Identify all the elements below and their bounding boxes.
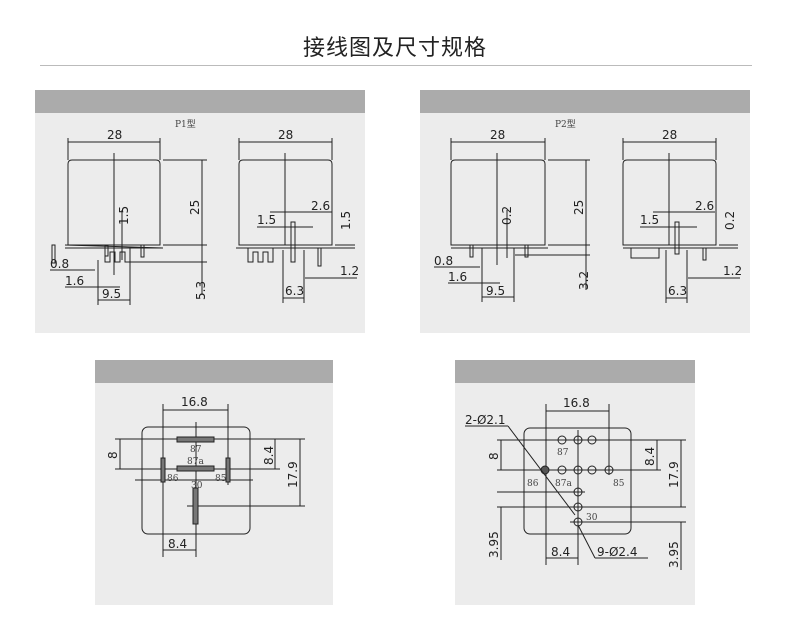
p2-drawing: P2型 28 25 0.2 0.8 1.6 9.5 3.2 28 2.6 1.5	[434, 119, 742, 303]
dim-e: 3.2	[577, 271, 591, 290]
dim-left: 8	[106, 451, 120, 459]
outline	[104, 245, 109, 257]
dim-d: 9.5	[102, 287, 121, 301]
pin-label-86: 86	[167, 474, 179, 484]
p1-drawing: P1型 28 25 1.5 0.8 1.6 9.5 5.3 28 2.6 1.5	[50, 119, 359, 305]
dim-right: 8.4	[643, 447, 657, 466]
hole	[573, 465, 583, 475]
p1-dimension-panel: P1型 28 25 1.5 0.8 1.6 9.5 5.3 28 2.6 1.5	[35, 90, 365, 333]
dim-c: 1.6	[448, 270, 467, 284]
dim-left-low: 3.95	[487, 531, 501, 558]
pin-layout-panel: 16.8 87 87a 86 85 30 8 8.4 17.9 8.4	[95, 360, 333, 605]
dim-width: 16.8	[181, 395, 208, 409]
pin-label-86: 86	[527, 479, 539, 489]
dim-f: 2.6	[311, 199, 330, 213]
pin-85	[225, 457, 231, 483]
outline	[702, 247, 707, 261]
pin-86	[160, 457, 166, 483]
pin-label-87a: 87a	[187, 457, 204, 467]
title-divider	[40, 65, 752, 66]
dim-b: 0.8	[50, 257, 69, 271]
pcb-layout-drawing: 16.8 87 86 87a 85 30 2-Ø2.1 9-Ø2.4 8 3.9…	[465, 396, 686, 570]
hole	[557, 465, 567, 475]
dim-i: 1.2	[340, 264, 359, 278]
dim-j: 6.3	[285, 284, 304, 298]
note-small-holes: 2-Ø2.1	[465, 413, 506, 427]
dim-d: 9.5	[486, 284, 505, 298]
relay-body-front	[450, 159, 546, 246]
outline	[290, 221, 296, 263]
outline	[630, 247, 660, 259]
dim-bottom: 8.4	[551, 545, 570, 559]
dim-c: 1.6	[65, 274, 84, 288]
dim-j: 6.3	[668, 284, 687, 298]
dim-width-front: 28	[107, 128, 122, 142]
pin-label-30: 30	[586, 513, 598, 523]
relay-body-side	[238, 159, 333, 246]
dim-bottom: 8.4	[168, 537, 187, 551]
outline	[104, 248, 131, 263]
dim-width-side: 28	[662, 128, 677, 142]
hole	[573, 435, 583, 445]
dim-width-side: 28	[278, 128, 293, 142]
page-title: 接线图及尺寸规格	[302, 36, 487, 61]
outline	[469, 244, 474, 258]
dim-e: 5.3	[194, 281, 208, 300]
pin-label-85: 85	[215, 474, 227, 484]
dim-h2: 1.5	[339, 211, 353, 230]
dimension-line	[507, 425, 576, 516]
dim-left: 8	[487, 452, 501, 460]
p2-dimension-panel: P2型 28 25 0.2 0.8 1.6 9.5 3.2 28 2.6 1.5	[420, 90, 750, 333]
outline	[51, 244, 56, 264]
hole	[573, 502, 583, 512]
pin-label-87a: 87a	[555, 479, 572, 489]
panel-header-bar	[95, 360, 333, 383]
pin-layout-drawing: 16.8 87 87a 86 85 30 8 8.4 17.9 8.4	[106, 395, 305, 557]
dim-g: 1.5	[257, 213, 276, 227]
dim-width-front: 28	[490, 128, 505, 142]
outline	[317, 247, 322, 267]
relay-body-front	[67, 159, 161, 246]
panel-header-bar	[455, 360, 695, 383]
hole	[587, 465, 597, 475]
outline	[247, 248, 274, 263]
dim-g: 1.5	[640, 213, 659, 227]
p1-label: P1型	[175, 119, 196, 130]
pin-30	[192, 487, 199, 525]
dim-width: 16.8	[563, 396, 590, 410]
dim-total: 17.9	[286, 461, 300, 488]
pin-87a	[176, 465, 215, 472]
pin-87	[176, 436, 215, 443]
dim-h2: 0.2	[723, 211, 737, 230]
outline	[524, 244, 529, 258]
relay-body-side	[622, 159, 717, 246]
dim-total: 17.9	[667, 461, 681, 488]
pin-label-30: 30	[191, 481, 203, 491]
note-large-holes: 9-Ø2.4	[597, 545, 638, 559]
dim-b: 0.8	[434, 254, 453, 268]
pcb-layout-panel: 16.8 87 86 87a 85 30 2-Ø2.1 9-Ø2.4 8 3.9…	[455, 360, 695, 605]
dimension-line	[577, 524, 596, 559]
pin-label-85: 85	[613, 479, 625, 489]
dim-right-low: 3.95	[667, 541, 681, 568]
hole-small	[604, 465, 614, 475]
dim-i: 1.2	[723, 264, 742, 278]
hole-small	[540, 465, 550, 475]
hole	[557, 435, 567, 445]
p2-label: P2型	[555, 119, 576, 130]
outline	[674, 221, 680, 255]
outline	[140, 244, 145, 258]
panel-header-bar	[35, 90, 365, 113]
hole	[587, 435, 597, 445]
dim-f: 2.6	[695, 199, 714, 213]
hole	[573, 487, 583, 497]
dim-right: 8.4	[262, 446, 276, 465]
pin-label-87: 87	[190, 445, 202, 455]
pin-label-87: 87	[557, 448, 569, 458]
dim-height: 25	[188, 200, 202, 215]
dim-a: 1.5	[117, 206, 131, 225]
dim-height: 25	[572, 200, 586, 215]
panel-header-bar	[420, 90, 750, 113]
